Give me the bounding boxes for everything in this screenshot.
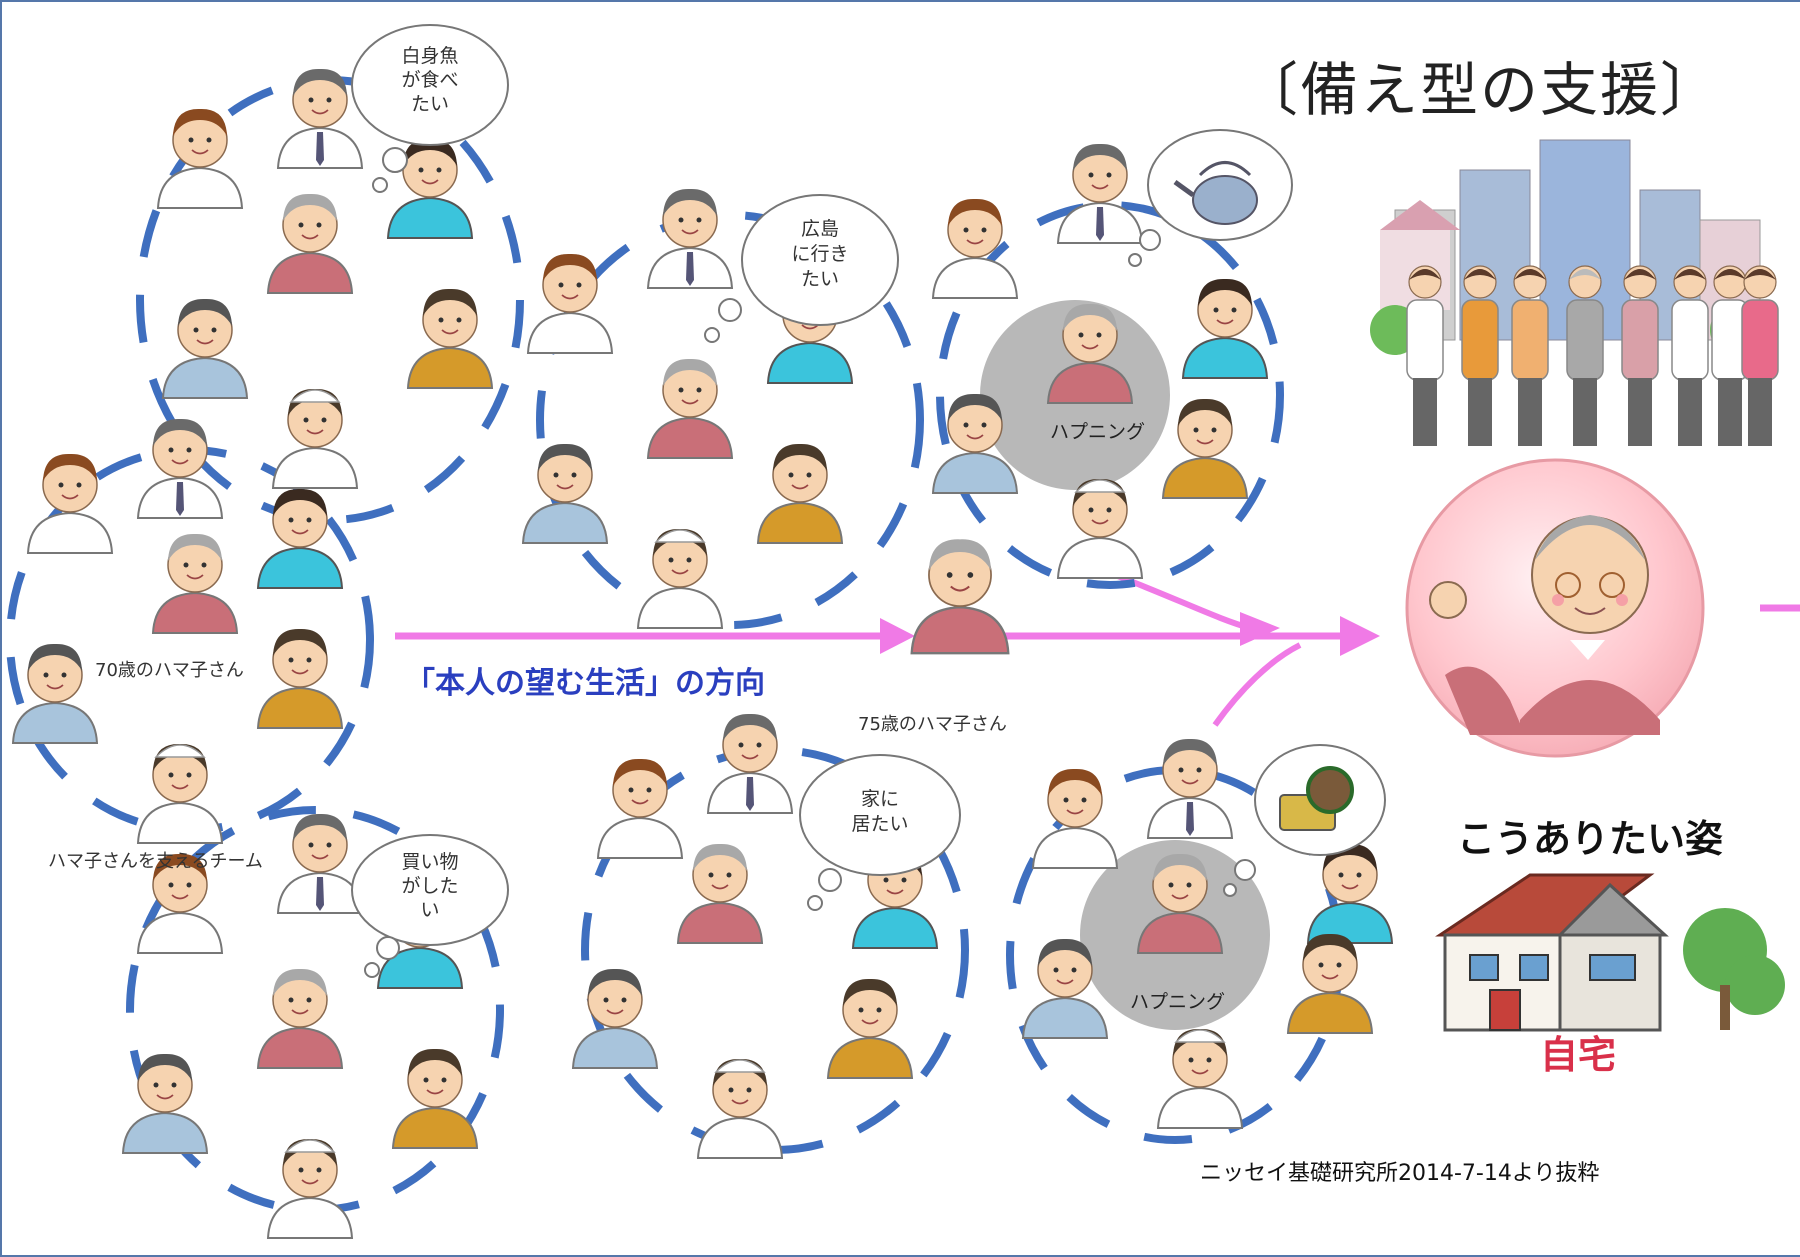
person-figure — [646, 358, 734, 459]
crowd-person — [1511, 265, 1549, 446]
source-credit: ニッセイ基礎研究所2014-7-14より抜粋 — [1200, 1161, 1599, 1186]
arrow-main-head — [880, 618, 915, 654]
person-figure — [676, 843, 764, 944]
person-figure — [526, 253, 614, 354]
bubble-1-line-2: が食べ — [401, 69, 458, 91]
person-figure — [1181, 278, 1269, 379]
crowd-person — [1671, 265, 1709, 446]
crowd-person — [1461, 265, 1499, 446]
person-figure — [1046, 303, 1134, 404]
person-figure — [756, 443, 844, 544]
happening-label-top: ハプニング — [1050, 421, 1145, 443]
kettle-icon — [1173, 161, 1258, 225]
happening-label-bottom: ハプニング — [1130, 991, 1225, 1013]
bubble-1-line-3: たい — [411, 93, 449, 115]
label-age-70: 70歳のハマ子さん — [95, 660, 244, 681]
person-figure — [276, 813, 364, 914]
person-figure — [571, 968, 659, 1069]
bubble-1-line-1: 白身魚 — [401, 45, 458, 67]
person-figure — [266, 193, 354, 294]
person-figure — [136, 418, 224, 519]
crowd-person — [1566, 265, 1604, 446]
person-figure — [271, 388, 359, 489]
person-figure — [910, 539, 1010, 655]
crowd-person — [1711, 265, 1749, 446]
crowd-person — [1621, 265, 1659, 446]
person-figure — [1056, 478, 1144, 579]
person-figure — [1161, 398, 1249, 499]
bubble-2-line-2: に行き — [791, 243, 848, 265]
person-figure — [136, 853, 224, 954]
bubble-4-line-2: がした — [401, 875, 458, 897]
person-figure — [1021, 938, 1109, 1039]
crowd-figures — [1406, 265, 1779, 446]
flow-arrows — [395, 572, 1800, 727]
direction-label: 「本人の望む生活」の方向 — [405, 666, 765, 701]
bubble-4-line-3: い — [420, 899, 439, 921]
person-figure — [931, 198, 1019, 299]
person-figure — [826, 978, 914, 1079]
team-circle-mid-top — [536, 211, 924, 629]
person-figure — [596, 758, 684, 859]
person-figure — [156, 108, 244, 209]
team-circle-right-top — [936, 201, 1284, 589]
person-figure — [386, 138, 474, 239]
ideal-label: こうありたい姿 — [1457, 817, 1723, 861]
person-figure — [11, 643, 99, 744]
person-figure — [136, 743, 224, 844]
label-support-team: ハマ子さんを支えるチーム — [48, 851, 263, 872]
house-icon — [1435, 873, 1785, 1032]
team-circle-mid-bottom — [581, 746, 969, 1154]
person-figure — [161, 298, 249, 399]
person-figure — [1056, 143, 1144, 244]
person-figure — [1146, 738, 1234, 839]
person-figure — [706, 713, 794, 814]
thought-bubble-4: 買い物 がした い — [351, 834, 509, 978]
person-figure — [151, 533, 239, 634]
thought-bubbles: 白身魚 が食べ たい 広島 に行き たい 家に 居たい 買い物 がした い — [351, 24, 1386, 978]
person-figure — [636, 528, 724, 629]
person-figure — [1306, 843, 1394, 944]
person-figure — [1031, 768, 1119, 869]
bubble-2-line-3: たい — [801, 268, 839, 290]
arrow-from-upper — [1113, 572, 1251, 631]
bubble-4-line-1: 買い物 — [401, 851, 458, 873]
person-figure — [256, 968, 344, 1069]
bubble-3-line-2: 居たい — [851, 813, 908, 835]
crowd-person — [1741, 265, 1779, 446]
bubble-2-line-1: 広島 — [801, 218, 839, 240]
thought-bubble-wallet — [1223, 744, 1386, 897]
arrow-to-ideal-head — [1340, 616, 1380, 656]
person-figure — [256, 628, 344, 729]
thought-bubble-1: 白身魚 が食べ たい — [351, 24, 509, 193]
person-figure — [696, 1058, 784, 1159]
person-figure — [26, 453, 114, 554]
thought-bubble-2: 広島 に行き たい — [704, 194, 899, 343]
thief-icon — [1279, 766, 1354, 831]
label-age-75: 75歳のハマ子さん — [858, 714, 1007, 735]
person-figure — [1286, 933, 1374, 1034]
person-figure — [521, 443, 609, 544]
person-figure — [1136, 853, 1224, 954]
grandma-figure — [1429, 515, 1660, 735]
person-figure — [121, 1053, 209, 1154]
arrow-from-upper-head — [1240, 612, 1280, 646]
arrow-from-lower — [1212, 642, 1302, 727]
person-figure — [931, 393, 1019, 494]
thought-bubble-3: 家に 居たい — [799, 754, 961, 911]
home-label: 自宅 — [1540, 1033, 1616, 1077]
person-figure — [1156, 1028, 1244, 1129]
thought-bubble-kettle — [1128, 129, 1293, 267]
person-figure — [646, 188, 734, 289]
page-title: 〔備え型の支援〕 — [1240, 56, 1720, 124]
person-figure — [276, 68, 364, 169]
bubble-3-line-1: 家に — [861, 788, 899, 810]
people-group — [11, 68, 1394, 1239]
crowd-person — [1406, 265, 1444, 446]
person-figure — [256, 488, 344, 589]
person-figure — [266, 1138, 354, 1239]
person-figure — [391, 1048, 479, 1149]
person-figure — [406, 288, 494, 389]
